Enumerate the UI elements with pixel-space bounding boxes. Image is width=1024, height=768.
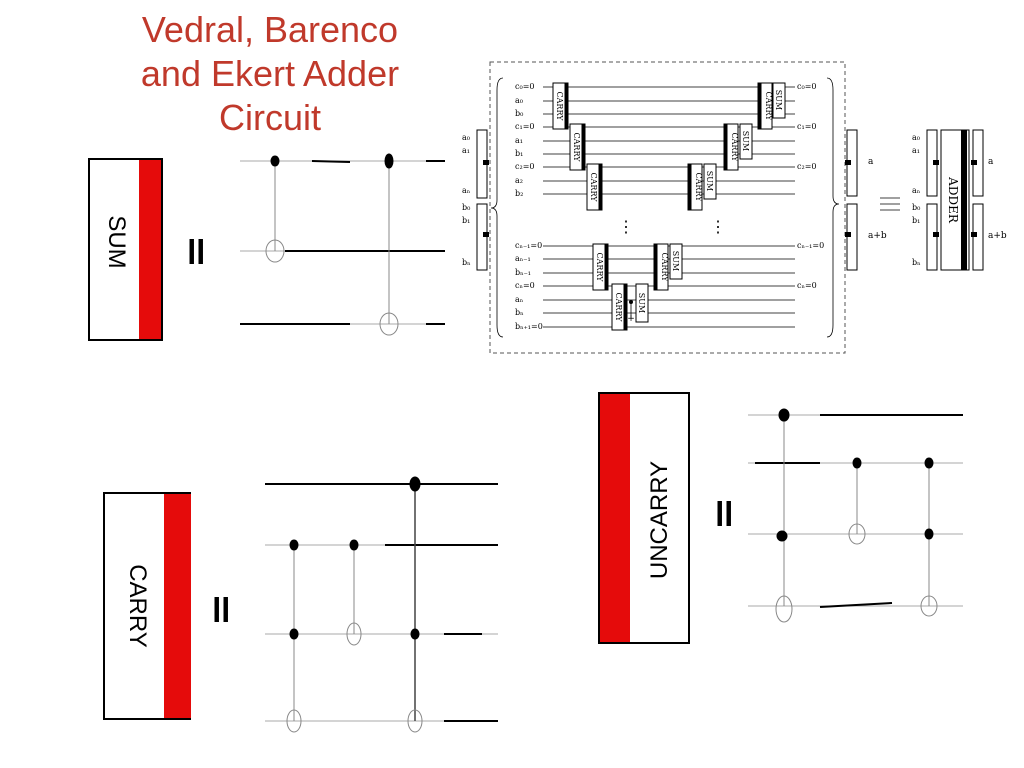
- svg-text:cₙ=0: cₙ=0: [515, 281, 535, 290]
- svg-text:c₁=0: c₁=0: [797, 122, 816, 131]
- adder-block-label: ADDER: [946, 176, 960, 224]
- svg-text:bₙ₊₁=0: bₙ₊₁=0: [515, 322, 543, 331]
- svg-text:bₙ₋₁: bₙ₋₁: [515, 268, 531, 277]
- svg-text:a+b: a+b: [868, 231, 887, 241]
- uncarry-circuit: [748, 408, 963, 623]
- ellipsis-vertical: ⋮: [618, 217, 634, 236]
- svg-text:b₁: b₁: [515, 149, 523, 158]
- svg-text:a₀: a₀: [912, 133, 920, 142]
- svg-text:a: a: [868, 157, 874, 167]
- carry-gate-box: CARRY: [103, 492, 191, 720]
- svg-text:b₂: b₂: [515, 189, 523, 198]
- carry-gate-text: CARRY: [730, 133, 739, 163]
- sum-gate-text: SUM: [637, 293, 646, 313]
- sum-gate-text: SUM: [774, 90, 783, 110]
- carry-gate-text: CARRY: [764, 92, 773, 122]
- title-line-1: Vedral, Barenco: [141, 9, 399, 50]
- control-dot: [270, 155, 280, 167]
- network-gates: [552, 82, 786, 331]
- svg-text:a₁: a₁: [515, 136, 523, 145]
- carry-gate-text: CARRY: [595, 253, 604, 283]
- svg-text:a₀: a₀: [462, 133, 470, 142]
- svg-text:b₀: b₀: [462, 203, 470, 212]
- network-dashed-frame: [489, 61, 846, 354]
- target-xor: [379, 312, 399, 336]
- sum-gate-text: SUM: [671, 251, 680, 271]
- svg-text:a₁: a₁: [462, 146, 470, 155]
- svg-text:+: +: [627, 314, 635, 324]
- svg-text:aₙ: aₙ: [515, 295, 524, 304]
- svg-text:bₙ: bₙ: [515, 308, 524, 317]
- svg-text:c₂=0: c₂=0: [797, 162, 816, 171]
- svg-text:b₁: b₁: [462, 216, 470, 225]
- svg-text:aₙ: aₙ: [912, 186, 921, 195]
- svg-text:aₙ₋₁: aₙ₋₁: [515, 254, 531, 263]
- uncarry-gate-box: UNCARRY: [598, 392, 690, 644]
- svg-text:c₁=0: c₁=0: [515, 122, 534, 131]
- svg-text:c₀=0: c₀=0: [515, 82, 534, 91]
- svg-text:bₙ: bₙ: [912, 258, 921, 267]
- svg-text:cₙ₋₁=0: cₙ₋₁=0: [797, 241, 824, 250]
- sum-circuit: [240, 153, 445, 336]
- carry-gate-text: CARRY: [660, 253, 669, 283]
- svg-text:c₀=0: c₀=0: [797, 82, 816, 91]
- svg-text:c₂=0: c₂=0: [515, 162, 534, 171]
- svg-text:a+b: a+b: [988, 231, 1007, 241]
- carry-gate-text: CARRY: [572, 133, 581, 163]
- target-xor: [265, 239, 285, 263]
- carry-gate-text: CARRY: [614, 293, 623, 323]
- title-line-3: Circuit: [218, 97, 321, 138]
- svg-text:cₙ=0: cₙ=0: [797, 281, 817, 290]
- svg-text:b₀: b₀: [912, 203, 920, 212]
- carry-red-band: [164, 494, 191, 718]
- adder-network: + CARRY CARRY CARRY CARRY SUM CARRY SUM …: [462, 61, 1007, 354]
- carry-gate-text: CARRY: [694, 173, 703, 203]
- network-gate-labels: CARRY CARRY CARRY CARRY SUM CARRY SUM CA…: [555, 90, 783, 322]
- slide-title: Vedral, Barenco and Ekert Adder Circuit: [110, 8, 430, 140]
- control-dot: [384, 153, 394, 169]
- carry-gate-text: CARRY: [589, 173, 598, 203]
- svg-text:a: a: [988, 157, 994, 167]
- svg-text:a₀: a₀: [515, 96, 523, 105]
- carry-circuit: [265, 476, 498, 733]
- carry-gate-text: CARRY: [555, 92, 564, 122]
- ellipsis-vertical: ⋮: [710, 217, 726, 236]
- sum-gate-text: SUM: [741, 131, 750, 151]
- svg-text:aₙ: aₙ: [462, 186, 471, 195]
- sum-red-band: [139, 160, 161, 339]
- network-wire-labels: c₀=0 a₀ b₀ c₁=0 a₁ b₁ c₂=0 a₂ b₂ cₙ₋₁=0 …: [515, 82, 543, 331]
- svg-text:bₙ: bₙ: [462, 258, 471, 267]
- svg-text:a₂: a₂: [515, 176, 523, 185]
- sum-gate-text: SUM: [705, 171, 714, 191]
- title-line-2: and Ekert Adder: [140, 53, 400, 94]
- network-wires: [543, 86, 795, 328]
- svg-text:a₁: a₁: [912, 146, 920, 155]
- uncarry-red-band: [600, 394, 630, 642]
- svg-text:cₙ₋₁=0: cₙ₋₁=0: [515, 241, 542, 250]
- svg-text:b₀: b₀: [515, 109, 523, 118]
- sum-gate-box: SUM: [88, 158, 163, 341]
- svg-text:b₁: b₁: [912, 216, 920, 225]
